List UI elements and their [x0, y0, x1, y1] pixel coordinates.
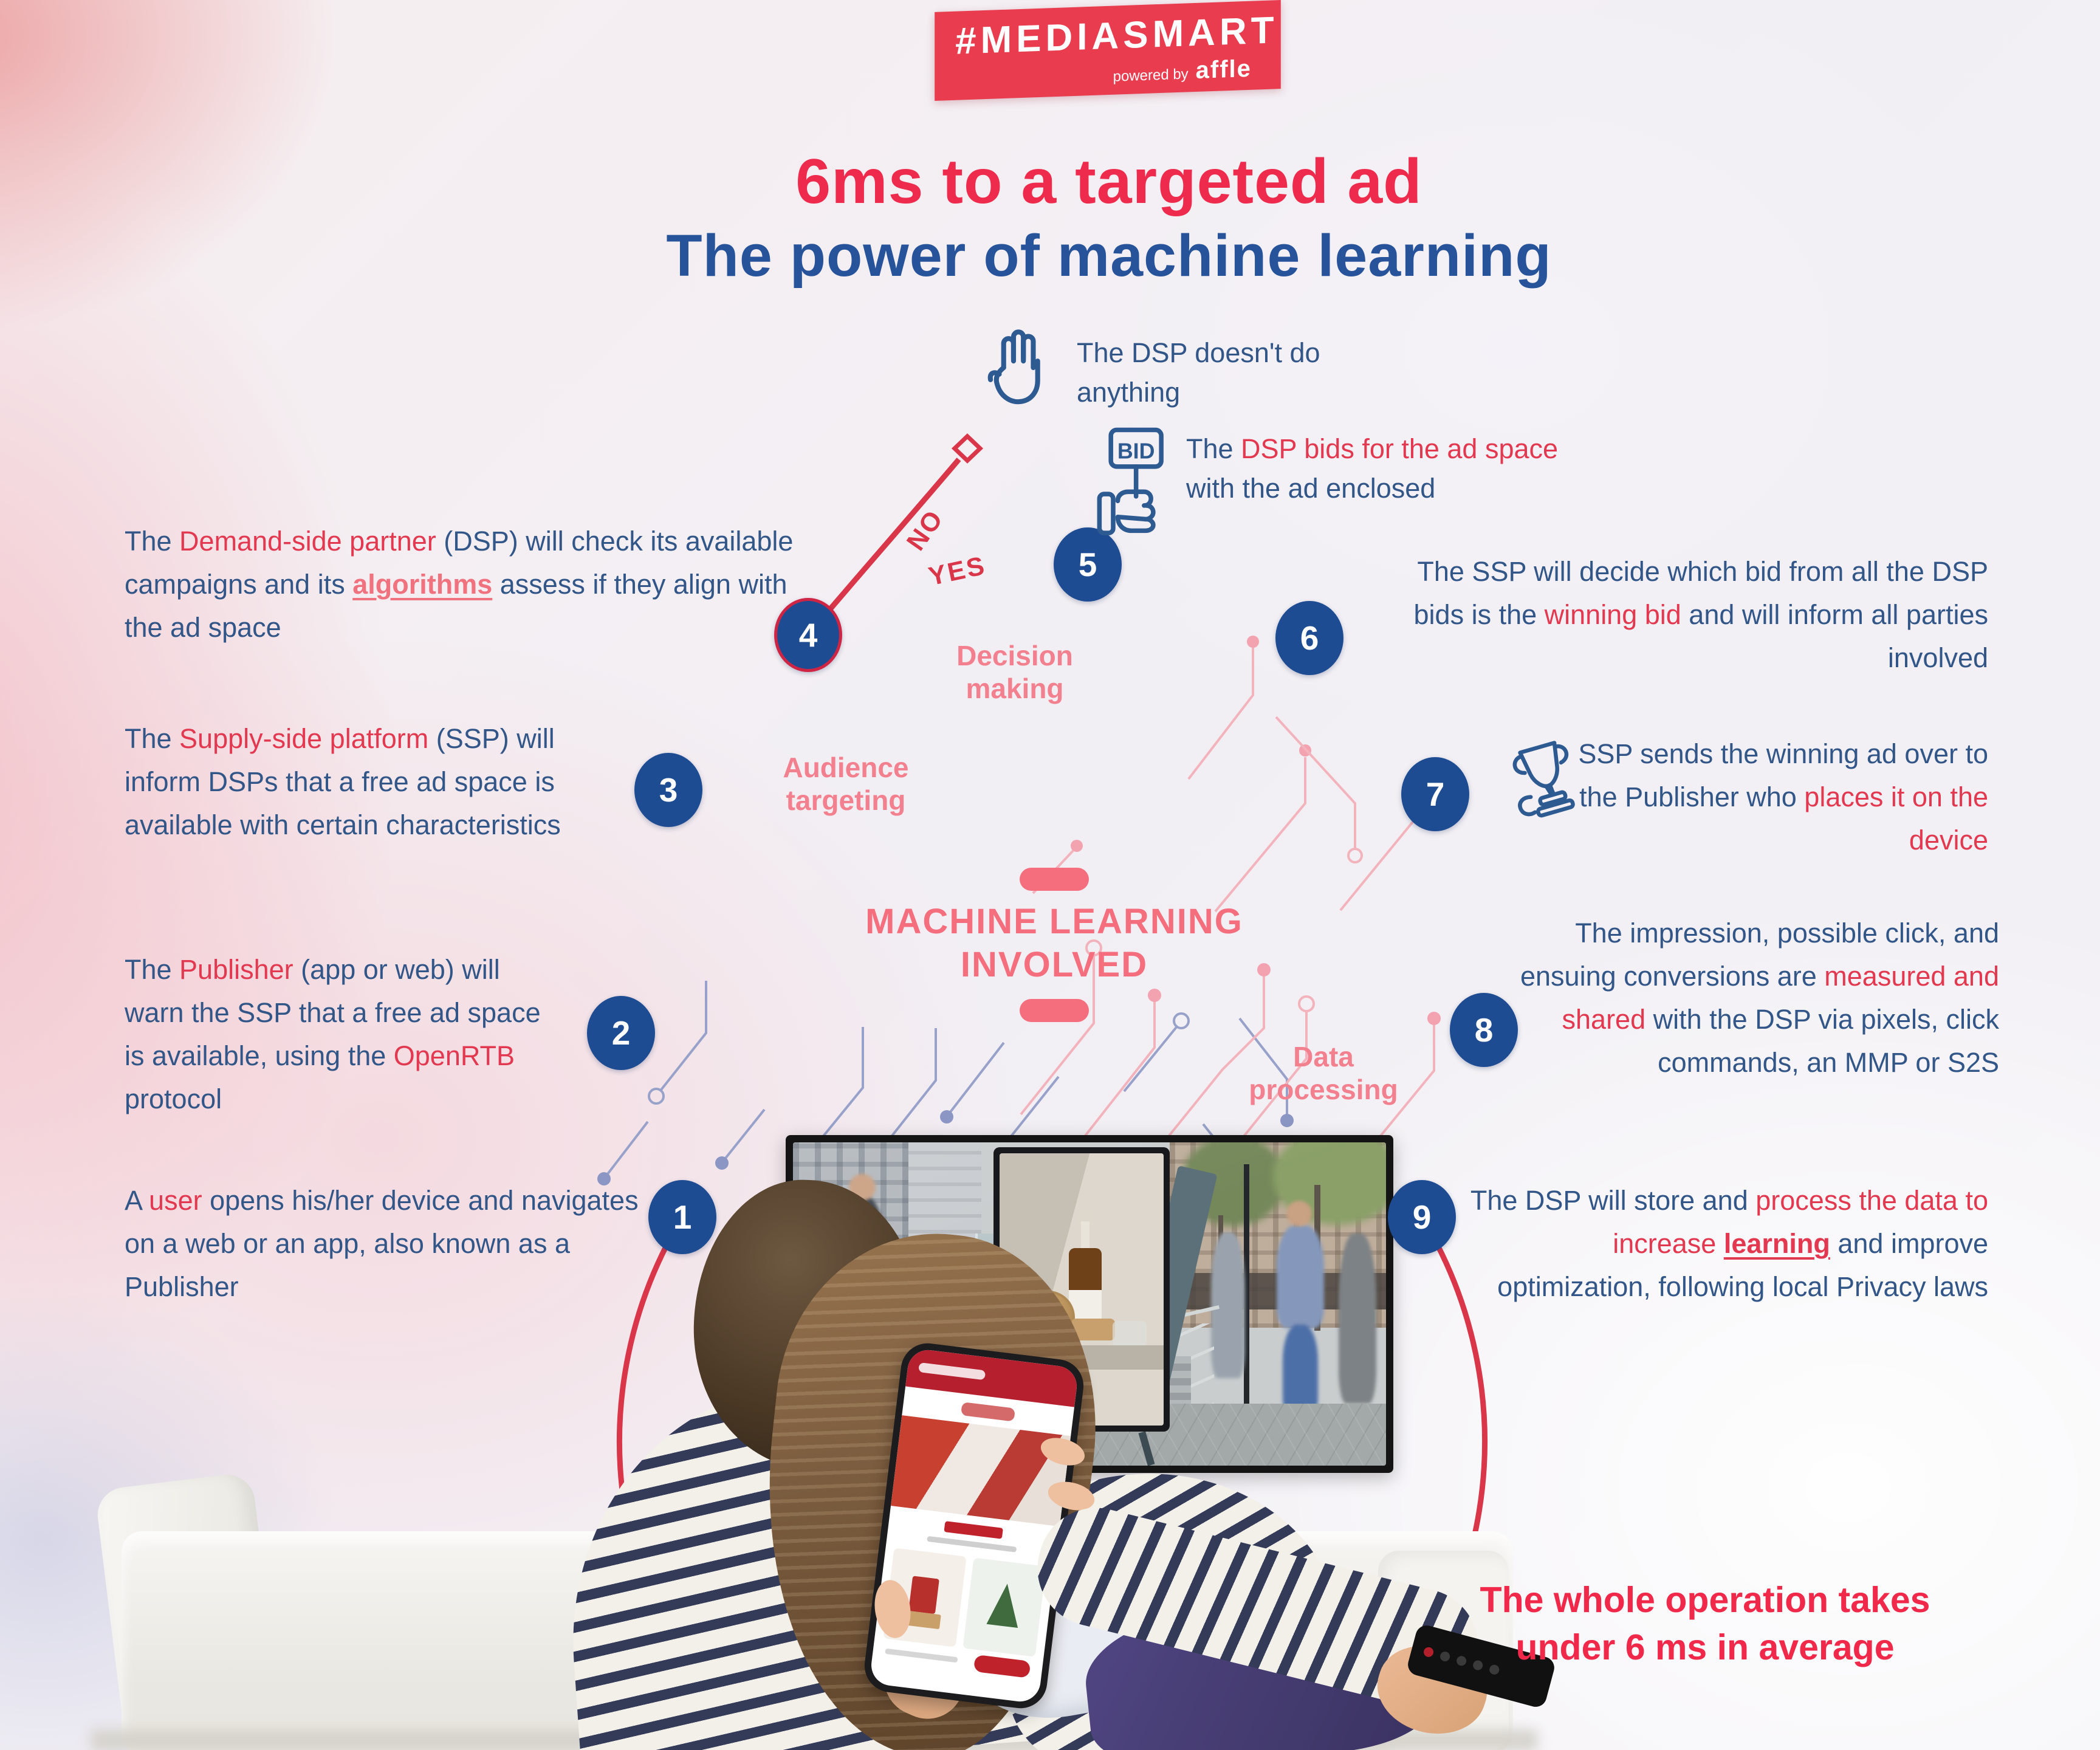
step-node-3: 3: [634, 753, 702, 827]
phase-data-processing: Data processing: [1249, 1041, 1398, 1106]
pedestrian: [1211, 1232, 1245, 1378]
center-heading-line2: INVOLVED: [960, 944, 1148, 984]
pedestrian: [1277, 1225, 1324, 1328]
app-hero-image: [890, 1415, 1071, 1527]
step-6-text: The SSP will decide which bid from all t…: [1413, 556, 1988, 674]
lamp-post: [1244, 1164, 1249, 1422]
no-branch-diamond: [951, 433, 984, 464]
page-subtitle: The power of machine learning: [666, 222, 1552, 289]
center-dash-bottom: [1020, 998, 1089, 1022]
step-9-text: The DSP will store and process the data …: [1470, 1185, 1988, 1303]
bid-paddle-icon: BID: [1097, 427, 1164, 535]
step-8-text: The impression, possible click, and ensu…: [1520, 918, 1999, 1079]
step-7-text: SSP sends the winning ad over to the Pub…: [1578, 738, 1988, 856]
bid-paddle-label: BID: [1117, 439, 1155, 464]
trophy-icon: [1512, 741, 1575, 818]
step-node-8: 8: [1450, 993, 1518, 1067]
wooden-cylinder: [1071, 1319, 1115, 1340]
phase-audience-targeting: Audience targeting: [783, 752, 909, 817]
step-node-7: 7: [1401, 757, 1469, 831]
phase-decision-making: Decision making: [956, 640, 1073, 705]
pedestrian-jeans: [1283, 1325, 1318, 1416]
affle-brand: affle: [1195, 55, 1252, 84]
app-subtext: [927, 1536, 1017, 1553]
center-heading: MACHINE LEARNING INVOLVED: [842, 868, 1267, 1022]
title-block: 6ms to a targeted ad The power of machin…: [182, 146, 2036, 290]
app-button: [973, 1654, 1031, 1678]
bid-note: The DSP bids for the ad space with the a…: [1186, 433, 1559, 504]
app-shop-word: [944, 1521, 1003, 1539]
step-node-5: 5: [1054, 527, 1122, 602]
stop-hand-icon: [987, 329, 1040, 405]
step-2-text: The Publisher (app or web) will warn the…: [125, 954, 541, 1115]
footer-line1: The whole operation takes: [1480, 1580, 1930, 1620]
glass-jar: [1113, 1321, 1147, 1347]
step-1-text: A user opens his/her device and navigate…: [125, 1185, 639, 1303]
logo-banner: #MEDIASMART powered by affle: [935, 0, 1281, 101]
pedestrian: [1339, 1234, 1376, 1404]
app-text-line: [885, 1648, 958, 1663]
app-card: [962, 1557, 1046, 1657]
logo-wordmark: #MEDIASMART: [955, 9, 1278, 63]
center-dash-top: [1020, 868, 1089, 891]
step-node-2: 2: [587, 996, 655, 1070]
step-4-text: The Demand-side partner (DSP) will check…: [125, 526, 794, 643]
center-heading-line1: MACHINE LEARNING: [865, 902, 1243, 941]
pink-circuit-traces: [1020, 636, 1441, 1209]
shopping-app-screen: [869, 1348, 1079, 1704]
step-node-6: 6: [1275, 601, 1343, 675]
step-node-4: 4: [774, 598, 842, 672]
step-3-text: The Supply-side platform (SSP) will info…: [125, 723, 561, 841]
step-node-1: 1: [648, 1180, 716, 1254]
pedestrian-head: [1286, 1201, 1312, 1226]
footer-line2: under 6 ms in average: [1515, 1627, 1895, 1667]
dropper-stem: [1081, 1221, 1089, 1251]
step-node-9: 9: [1388, 1180, 1456, 1254]
app-logo-script: [961, 1402, 1016, 1422]
no-action-note: The DSP doesn't do anything: [1077, 337, 1320, 408]
page-title: 6ms to a targeted ad: [795, 146, 1422, 217]
powered-by-label: powered by: [1113, 66, 1189, 85]
footer-claim: The whole operation takes under 6 ms in …: [1426, 1577, 1985, 1672]
